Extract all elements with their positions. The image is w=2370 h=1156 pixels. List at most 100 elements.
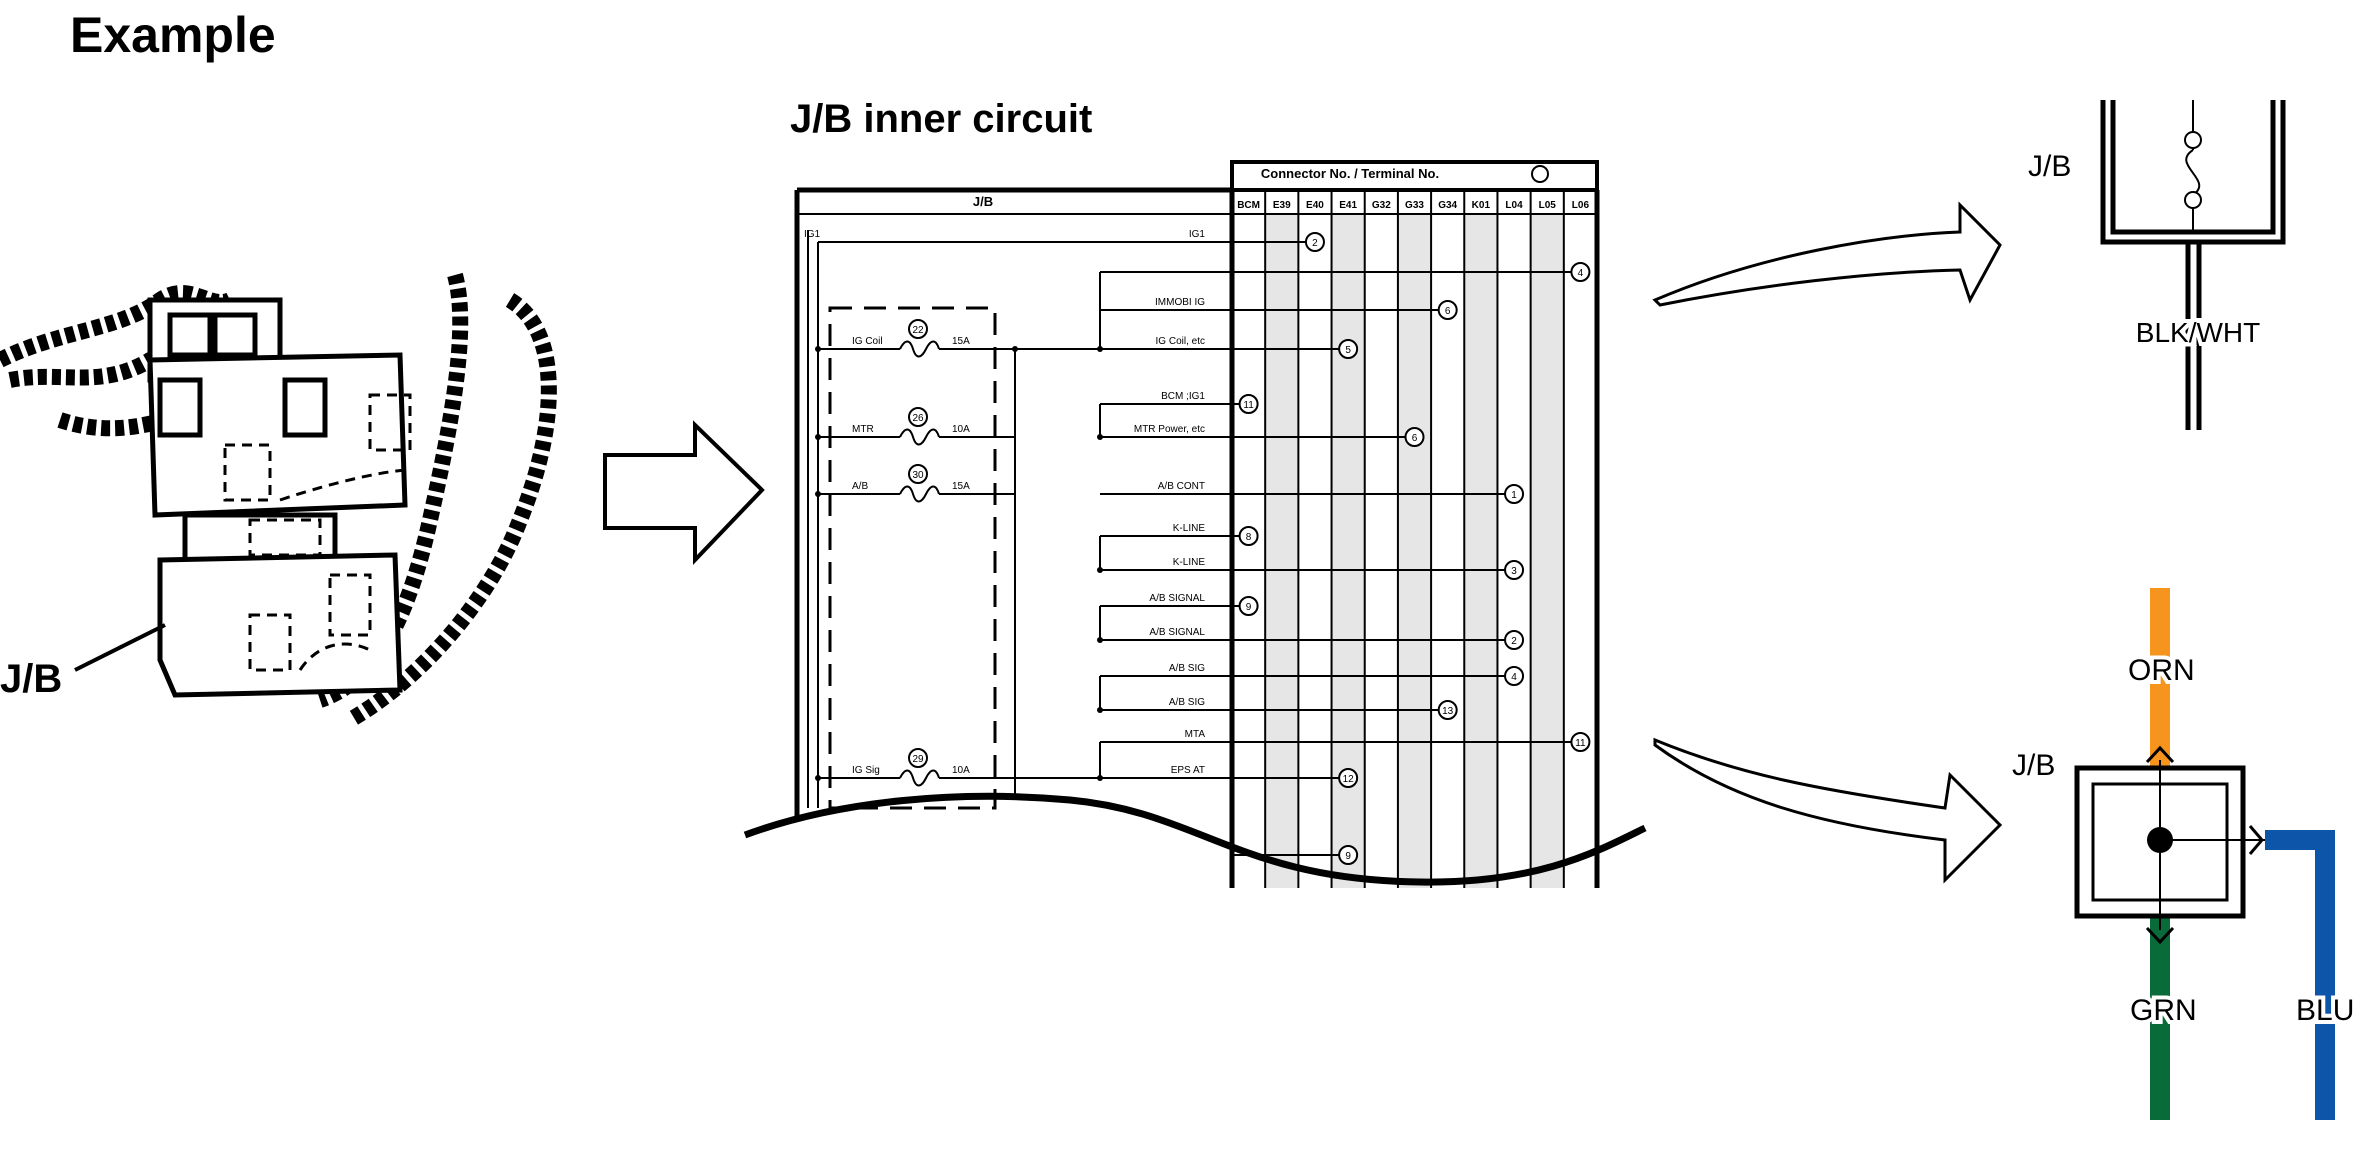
circuit-label: A/B SIG <box>1169 697 1205 708</box>
torn-edge <box>743 792 1647 886</box>
column-header-g34: G34 <box>1438 200 1457 211</box>
terminal-number: 6 <box>1445 306 1451 317</box>
circuit-row: 4 A/B SIG <box>1100 663 1525 686</box>
circuit-label: IG Coil, etc <box>1156 336 1205 347</box>
circuit-row: 8 K-LINE <box>1100 523 1259 546</box>
column-header-l06: L06 <box>1572 200 1590 211</box>
big-right-arrow <box>603 420 765 565</box>
blu-wire <box>2265 830 2335 1120</box>
top-detail-jb-label: J/B <box>2028 150 2071 183</box>
fuse-mtr: MTR 26 10A <box>815 407 1015 446</box>
shaded-column-e39 <box>1265 214 1299 888</box>
fuse-box-outline <box>828 306 997 810</box>
terminal-circle-symbol <box>1531 165 1549 183</box>
shaded-column-l05 <box>1530 214 1564 888</box>
column-header-l05: L05 <box>1539 200 1557 211</box>
terminal-number: 2 <box>1312 238 1318 249</box>
terminal-number: 2 <box>1511 636 1517 647</box>
fuse-rating: 15A <box>952 481 970 492</box>
terminal-number: 9 <box>1246 602 1252 613</box>
column-header-g32: G32 <box>1372 200 1391 211</box>
grn-label: GRN <box>2130 994 2197 1027</box>
terminal-number: 1 <box>1511 490 1517 501</box>
circuit-label: K-LINE <box>1173 557 1206 568</box>
circuit-label: MTA <box>1185 729 1206 740</box>
terminal-number: 4 <box>1578 268 1584 279</box>
circuit-row: 11 BCM ;IG1 <box>1100 391 1259 414</box>
arrow-to-bottom-detail <box>1653 737 2003 884</box>
circuit-row: 2 A/B SIGNAL <box>1100 627 1525 650</box>
bottom-detail <box>2074 588 2335 1120</box>
terminal-number: 12 <box>1343 774 1355 785</box>
fuse-number: 29 <box>912 754 924 765</box>
terminal-number: 4 <box>1511 672 1517 683</box>
terminal-number: 11 <box>1575 738 1586 749</box>
circuit-label: IG1 <box>1189 229 1206 240</box>
fuse-number: 26 <box>912 413 924 424</box>
fuse-rating: 15A <box>952 336 970 347</box>
circuit-row: 13 A/B SIG <box>1100 697 1458 720</box>
fuse-rating: 10A <box>952 424 970 435</box>
column-header-bcm: BCM <box>1237 200 1260 211</box>
orn-label: ORN <box>2128 654 2195 687</box>
circuit-row: 12 EPS AT <box>1100 765 1359 788</box>
bottom-detail-jb-label: J/B <box>2012 749 2055 782</box>
terminal-number: 3 <box>1511 566 1517 577</box>
circuit-row: 6 IMMOBI IG <box>1100 297 1458 320</box>
circuit-label: IMMOBI IG <box>1155 297 1205 308</box>
terminal-number: 6 <box>1412 433 1418 444</box>
connector-terminal-header: Connector No. / Terminal No. <box>1261 166 1439 181</box>
terminal-number: 11 <box>1243 400 1254 411</box>
circuit-row: 9 A/B SIGNAL <box>1100 593 1259 616</box>
shaded-column-g33 <box>1397 214 1432 888</box>
circuit-label: A/B SIG <box>1169 663 1205 674</box>
jb-illustration-label: J/B <box>0 657 62 701</box>
circuit-label: EPS AT <box>1171 765 1205 776</box>
circuit-label: A/B CONT <box>1158 481 1205 492</box>
circuit-label: K-LINE <box>1173 523 1206 534</box>
circuit-label: A/B SIGNAL <box>1149 627 1205 638</box>
grn-arrow-mark <box>2145 926 2175 945</box>
circuit-label: BCM ;IG1 <box>1161 391 1205 402</box>
fuse-rating: 10A <box>952 765 970 776</box>
junction-block-illustration <box>0 272 557 727</box>
terminal-number: 8 <box>1246 532 1252 543</box>
column-header-k01: K01 <box>1472 200 1491 211</box>
column-header-g33: G33 <box>1405 200 1424 211</box>
arrow-to-top-detail <box>1652 201 2002 307</box>
blu-arrow-mark <box>2248 825 2264 855</box>
circuit-row: 5IG Coil, etc <box>1100 336 1359 359</box>
column-header-e40: E40 <box>1306 200 1324 211</box>
jb-column-header: J/B <box>973 194 993 209</box>
circuit-row: 11 MTA <box>1100 729 1591 752</box>
fuse-a-b: A/B 30 15A <box>815 464 1015 503</box>
circuit-row: 2 IG1 <box>1189 229 1325 252</box>
top-detail <box>2100 100 2286 430</box>
blu-label: BLU <box>2296 994 2354 1027</box>
inner-circuit-title: J/B inner circuit <box>790 97 1092 141</box>
column-header-e41: E41 <box>1339 200 1357 211</box>
fuse-name: MTR <box>852 424 874 435</box>
circuit-row: 4 <box>1100 262 1591 282</box>
circuit-row: 3 K-LINE <box>1100 557 1525 580</box>
fuse-ig-sig: IG Sig 29 10A <box>815 748 1015 787</box>
fuse-name: A/B <box>852 481 868 492</box>
terminal-number: 13 <box>1442 706 1454 717</box>
top-detail-wire-color: BLK/WHT <box>2136 317 2260 348</box>
shaded-columns <box>1265 214 1564 888</box>
orn-arrow-mark <box>2145 745 2175 764</box>
table-grid <box>794 160 1600 888</box>
fuse-number: 30 <box>912 470 924 481</box>
input-label: IG1 <box>804 229 821 240</box>
circuit-label: A/B SIGNAL <box>1149 593 1205 604</box>
fuse-name: IG Sig <box>852 765 880 776</box>
terminal-number: 9 <box>1345 851 1351 862</box>
circuit-row: 1 A/B CONT <box>1100 481 1525 504</box>
